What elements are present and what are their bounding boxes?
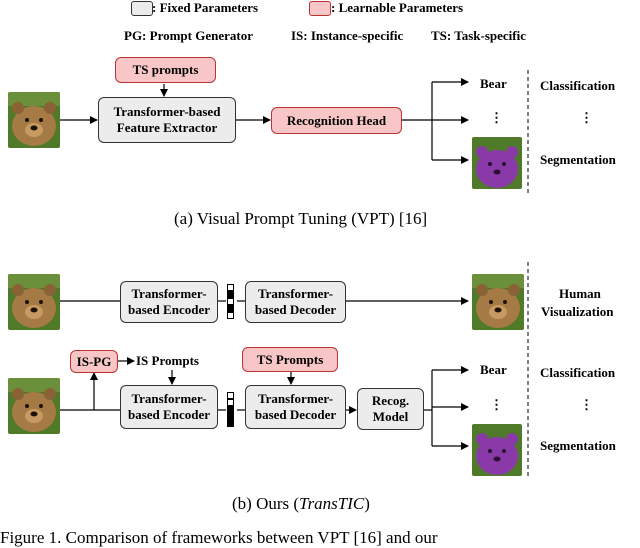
vpt-output-bear-label: Bear xyxy=(480,76,507,91)
vpt-feature-extractor-box: Transformer-based Feature Extractor xyxy=(98,97,236,143)
ours-top-latent-bitstream xyxy=(227,284,236,320)
ours-output-dots: ⋮ xyxy=(490,397,503,412)
ours-task-classification: Classification xyxy=(540,365,616,380)
ours-is-prompts-label: IS Prompts xyxy=(136,353,199,368)
vpt-output-dots: ⋮ xyxy=(490,110,503,125)
vpt-task-dots: ⋮ xyxy=(580,110,593,125)
figure-footer-caption: Figure 1. Comparison of frameworks betwe… xyxy=(0,528,438,547)
legend-learnable-label: : Learnable Parameters xyxy=(331,0,464,15)
ours-is-pg-box: IS-PG xyxy=(70,350,118,373)
ours-top-input-bear-image xyxy=(8,274,60,330)
vpt-caption: (a) Visual Prompt Tuning (VPT) [16] xyxy=(174,209,428,228)
ours-bottom-latent-bitstream xyxy=(227,392,236,428)
ours-bottom-encoder-box: Transformer- based Encoder xyxy=(120,385,218,429)
ours-caption-suffix: ) xyxy=(364,494,370,513)
ours-human-visualization-line1: Human xyxy=(559,286,601,301)
vpt-task-classification: Classification xyxy=(540,78,616,93)
ours-bottom-decoder-line1: Transformer- xyxy=(257,391,334,406)
ours-recog-line1: Recog. xyxy=(371,393,410,408)
ours-top-output-bear-image xyxy=(472,274,524,330)
legend-learnable-swatch xyxy=(309,1,331,16)
vpt-task-segmentation: Segmentation xyxy=(540,152,616,167)
ours-ts-prompts-box: TS Prompts xyxy=(242,347,338,372)
ours-caption: (b) Ours (TransTIC) xyxy=(232,494,370,514)
vpt-ts-prompts-box: TS prompts xyxy=(115,57,216,83)
ours-task-segmentation: Segmentation xyxy=(540,438,616,453)
legend-fixed-label: : Fixed Parameters xyxy=(152,0,259,15)
legend-abbrev-is: IS: Instance-specific xyxy=(291,28,404,43)
vpt-extractor-line1: Transformer-based xyxy=(113,104,221,119)
ours-bottom-input-bear-image xyxy=(8,378,60,434)
ours-caption-name: TransTIC xyxy=(299,494,365,513)
ours-bottom-decoder-line2: based Decoder xyxy=(254,407,337,422)
ours-human-visualization-line2: Visualization xyxy=(541,304,614,319)
ours-top-decoder-line1: Transformer- xyxy=(257,286,334,301)
vpt-segmentation-output-image xyxy=(472,137,522,189)
ours-segmentation-output-image xyxy=(472,424,522,476)
ours-bottom-decoder-box: Transformer- based Decoder xyxy=(245,385,346,429)
ours-task-dots: ⋮ xyxy=(580,397,593,412)
legend-fixed-swatch xyxy=(131,1,153,16)
vpt-recognition-head-box: Recognition Head xyxy=(271,107,402,134)
ours-top-encoder-line1: Transformer- xyxy=(131,286,207,301)
ours-top-encoder-box: Transformer- based Encoder xyxy=(120,281,218,323)
vpt-extractor-line2: Feature Extractor xyxy=(116,120,218,135)
ours-recognition-model-box: Recog. Model xyxy=(357,388,424,430)
ours-top-encoder-line2: based Encoder xyxy=(128,302,210,317)
ours-top-decoder-line2: based Decoder xyxy=(254,302,337,317)
vpt-input-bear-image xyxy=(8,92,60,148)
legend-abbrev-pg: PG: Prompt Generator xyxy=(124,28,253,43)
ours-output-bear-label: Bear xyxy=(480,362,507,377)
ours-recog-line2: Model xyxy=(372,409,409,424)
legend-abbrev-ts: TS: Task-specific xyxy=(431,28,526,43)
ours-bottom-encoder-line2: based Encoder xyxy=(128,407,210,422)
ours-caption-prefix: (b) Ours ( xyxy=(232,494,300,513)
ours-top-decoder-box: Transformer- based Decoder xyxy=(245,281,346,323)
ours-bottom-encoder-line1: Transformer- xyxy=(131,391,207,406)
